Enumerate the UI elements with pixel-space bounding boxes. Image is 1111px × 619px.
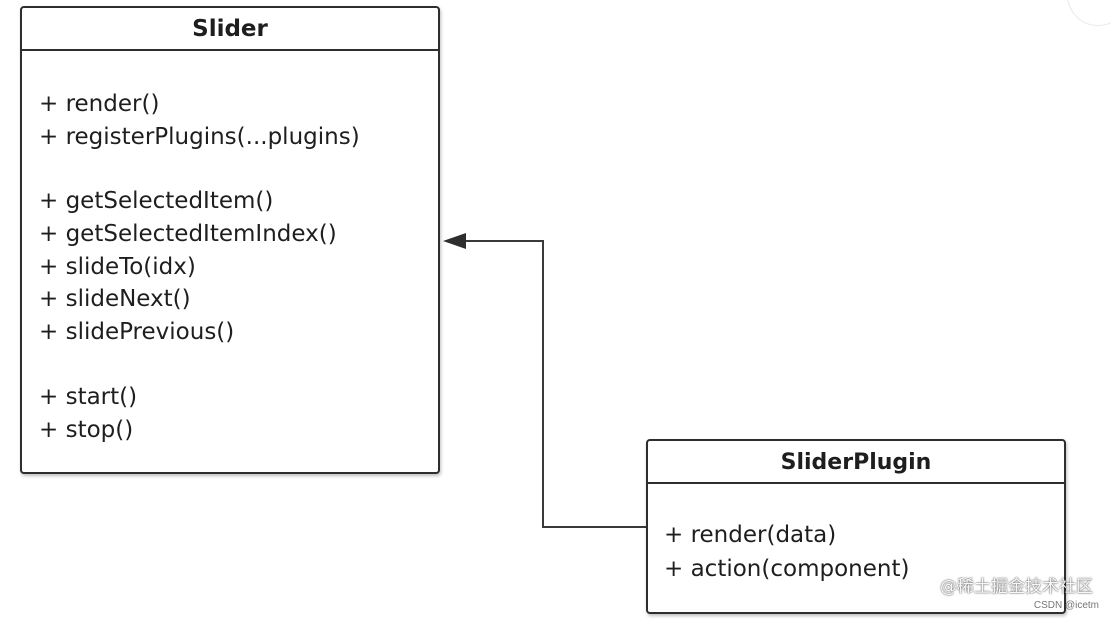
method-group: + render(data) + action(component) xyxy=(664,518,909,586)
method: + slideTo(idx) xyxy=(39,253,196,280)
slider-plugin-class-box: SliderPlugin + render(data) + action(com… xyxy=(646,439,1066,614)
arrowhead-icon xyxy=(443,233,466,249)
class-name: SliderPlugin xyxy=(648,441,1064,484)
method: + getSelectedItemIndex() xyxy=(39,221,337,248)
method: + registerPlugins(...plugins) xyxy=(39,123,360,150)
association-line xyxy=(458,240,646,528)
method-group: + render() + registerPlugins(...plugins) xyxy=(39,88,360,153)
method: + render(data) xyxy=(664,522,837,548)
method: + render() xyxy=(39,91,160,117)
method: + start() xyxy=(39,383,138,410)
method: + slideNext() xyxy=(39,286,191,313)
method-group: + getSelectedItem() + getSelectedItemInd… xyxy=(39,185,360,348)
method: + action(component) xyxy=(664,556,910,582)
method-group: + start() + stop() xyxy=(39,381,360,446)
method-compartment: + render(data) + action(component) xyxy=(664,518,909,586)
method: + stop() xyxy=(39,416,134,443)
method: + slidePrevious() xyxy=(39,319,235,346)
watermark-credit: CSDN @icetm xyxy=(1033,600,1099,611)
method-compartment: + render() + registerPlugins(...plugins)… xyxy=(39,88,360,446)
watermark: @稀土掘金技术社区 xyxy=(940,577,1093,597)
method: + getSelectedItem() xyxy=(39,188,274,215)
slider-class-box: Slider + render() + registerPlugins(...p… xyxy=(20,6,440,474)
class-name: Slider xyxy=(22,8,438,51)
